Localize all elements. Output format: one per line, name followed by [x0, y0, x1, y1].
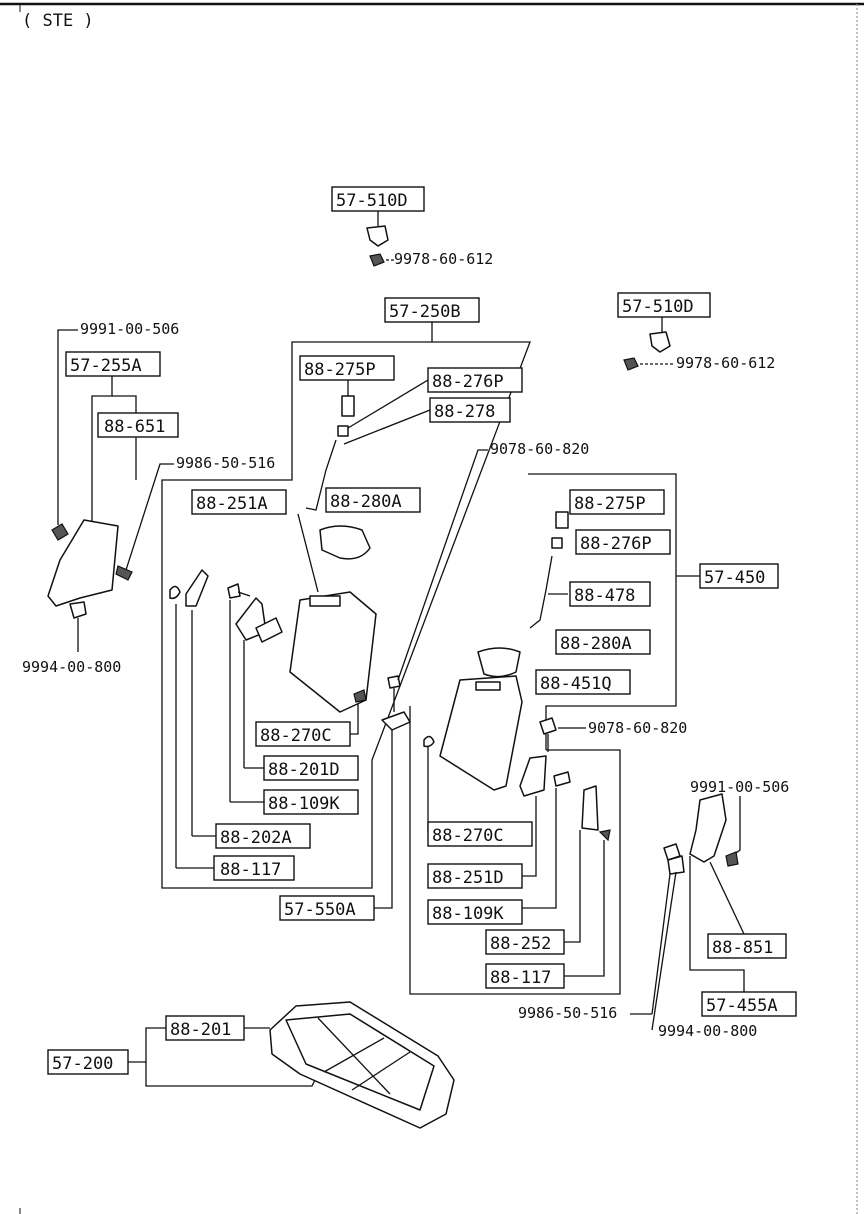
label-l-651[interactable]: 88-651 — [104, 417, 165, 437]
right-group-outline — [528, 473, 677, 750]
label-c-276p[interactable]: 88-276P — [432, 372, 504, 392]
label-c-117[interactable]: 88-117 — [220, 860, 281, 880]
bolt-part-right — [623, 357, 639, 371]
label-c-250b[interactable]: 57-250B — [389, 302, 461, 322]
label-c-550a[interactable]: 57-550A — [284, 900, 356, 920]
label-b-201[interactable]: 88-201 — [170, 1020, 231, 1040]
label-r-270c[interactable]: 88-270C — [432, 826, 504, 846]
label-r-251d[interactable]: 88-251D — [432, 868, 504, 888]
label-r-252[interactable]: 88-252 — [490, 934, 551, 954]
label-box-right-510d — [617, 292, 711, 318]
label-top-bolt[interactable]: 9978-60-612 — [394, 250, 493, 268]
label-b-200[interactable]: 57-200 — [52, 1054, 113, 1074]
label-r-109k[interactable]: 88-109K — [432, 904, 504, 924]
label-r-9991[interactable]: 9991-00-506 — [690, 778, 789, 796]
label-l-255a[interactable]: 57-255A — [70, 356, 142, 376]
label-r-276p[interactable]: 88-276P — [580, 534, 652, 554]
label-c-270c[interactable]: 88-270C — [260, 726, 332, 746]
label-l-9994[interactable]: 9994-00-800 — [22, 658, 121, 676]
headrest-part-r — [477, 647, 521, 678]
label-l-9986[interactable]: 9986-50-516 — [176, 454, 275, 472]
headrest-part-c — [319, 525, 371, 560]
bracket-part-top — [366, 225, 389, 247]
label-c-275p[interactable]: 88-275P — [304, 360, 376, 380]
label-r-450[interactable]: 57-450 — [704, 568, 765, 588]
label-r-280a[interactable]: 88-280A — [560, 634, 632, 654]
label-r-451q[interactable]: 88-451Q — [540, 674, 612, 694]
headrest-guide-c — [341, 395, 355, 417]
striker-part — [381, 711, 411, 731]
label-c-278[interactable]: 88-278 — [434, 402, 495, 422]
label-c-202a[interactable]: 88-202A — [220, 828, 292, 848]
variant-label: ( STE ) — [22, 11, 94, 31]
label-r-851[interactable]: 88-851 — [712, 938, 773, 958]
bracket-part-right — [649, 331, 671, 353]
label-c-201d[interactable]: 88-201D — [268, 760, 340, 780]
center-group-outline — [161, 322, 531, 889]
label-right-bolt[interactable]: 9978-60-612 — [676, 354, 775, 372]
label-l-9991[interactable]: 9991-00-506 — [80, 320, 179, 338]
seatback-part-r — [439, 675, 523, 791]
label-r-275p[interactable]: 88-275P — [574, 494, 646, 514]
hinge-cover-c — [185, 569, 209, 607]
label-c-251a[interactable]: 88-251A — [196, 494, 268, 514]
label-r-478[interactable]: 88-478 — [574, 586, 635, 606]
label-box-top-510d — [331, 186, 425, 212]
side-trim-part-left — [47, 519, 119, 607]
label-r-9078b[interactable]: 9078-60-820 — [588, 719, 687, 737]
label-top-510d[interactable]: 57-510D — [336, 191, 408, 211]
label-right-510d[interactable]: 57-510D — [622, 297, 694, 317]
label-r-9078a[interactable]: 9078-60-820 — [490, 440, 589, 458]
label-r-9994[interactable]: 9994-00-800 — [658, 1022, 757, 1040]
side-trim-part-right — [689, 793, 727, 863]
label-c-109k[interactable]: 88-109K — [268, 794, 340, 814]
hinge-cover-r — [581, 785, 599, 831]
hinge-part-r — [519, 755, 547, 797]
label-c-280a[interactable]: 88-280A — [330, 492, 402, 512]
label-r-9986[interactable]: 9986-50-516 — [518, 1004, 617, 1022]
label-r-117[interactable]: 88-117 — [490, 968, 551, 988]
bolt-part-top — [369, 253, 385, 267]
label-r-455a[interactable]: 57-455A — [706, 996, 778, 1016]
